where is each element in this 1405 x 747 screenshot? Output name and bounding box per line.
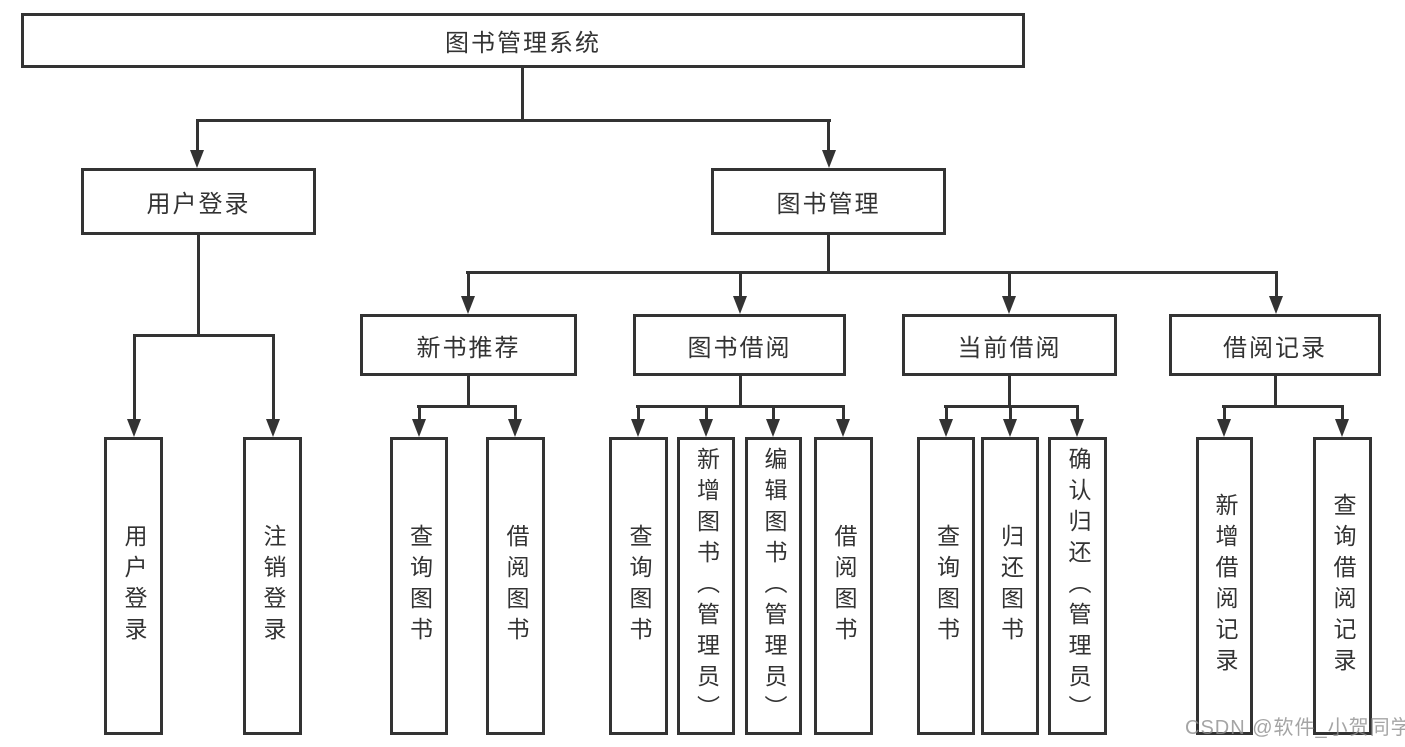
arrowhead-down-icon [1003, 419, 1017, 437]
leaf-add-borrow-record: 新增借阅记录 [1196, 437, 1253, 735]
node-label: 编辑图书（管理员） [761, 446, 787, 726]
node-label: 新增借阅记录 [1212, 493, 1238, 679]
arrowhead-down-icon [127, 419, 141, 437]
leaf-add-book-admin: 新增图书（管理员） [677, 437, 735, 735]
connector-line [1223, 405, 1226, 422]
connector-line [945, 405, 948, 422]
connector-line [467, 376, 470, 407]
node-book-management: 图书管理 [711, 168, 946, 235]
arrowhead-down-icon [190, 150, 204, 168]
arrowhead-down-icon [1217, 419, 1231, 437]
arrowhead-down-icon [1269, 296, 1283, 314]
leaf-borrow-books-borrowing: 借阅图书 [814, 437, 873, 735]
leaf-query-books-recommend: 查询图书 [390, 437, 448, 735]
node-user-login: 用户登录 [81, 168, 316, 235]
arrowhead-down-icon [699, 419, 713, 437]
connector-line [521, 68, 524, 121]
connector-line [417, 405, 517, 408]
node-library-management-system: 图书管理系统 [21, 13, 1025, 68]
node-label: 当前借阅 [957, 334, 1062, 362]
arrowhead-down-icon [631, 419, 645, 437]
node-label: 新书推荐 [416, 334, 521, 362]
connector-line [466, 271, 1278, 274]
connector-line [467, 271, 470, 298]
csdn-watermark: CSDN @软件_小贺同学 [1185, 717, 1405, 739]
arrowhead-down-icon [1335, 419, 1349, 437]
connector-line [1341, 405, 1344, 422]
arrowhead-down-icon [412, 419, 426, 437]
node-borrow-records: 借阅记录 [1169, 314, 1381, 376]
arrowhead-down-icon [733, 296, 747, 314]
connector-line [772, 405, 775, 422]
connector-line [196, 119, 199, 153]
connector-line [1008, 376, 1011, 407]
connector-line [133, 334, 136, 422]
connector-line [637, 405, 640, 422]
node-label: 注销登录 [260, 524, 286, 648]
connector-line [827, 119, 830, 153]
arrowhead-down-icon [266, 419, 280, 437]
connector-line [197, 235, 200, 337]
node-label: 查询图书 [406, 524, 433, 648]
connector-line [705, 405, 708, 422]
connector-line [1008, 271, 1011, 298]
arrowhead-down-icon [1070, 419, 1084, 437]
node-label: 借阅图书 [503, 524, 529, 648]
arrowhead-down-icon [508, 419, 522, 437]
connector-line [842, 405, 845, 422]
node-label: 用户登录 [146, 191, 251, 218]
leaf-query-borrow-record: 查询借阅记录 [1313, 437, 1372, 735]
connector-line [1275, 271, 1278, 298]
node-new-book-recommend: 新书推荐 [360, 314, 577, 376]
node-label: 借阅图书 [831, 524, 857, 648]
connector-line [272, 334, 275, 422]
connector-line [1009, 405, 1012, 422]
arrowhead-down-icon [461, 296, 475, 314]
node-label: 图书管理系统 [445, 30, 601, 57]
node-label: 借阅记录 [1223, 334, 1327, 362]
connector-line [133, 334, 275, 337]
connector-line [1222, 405, 1344, 408]
leaf-edit-book-admin: 编辑图书（管理员） [745, 437, 802, 735]
connector-line [827, 235, 830, 274]
node-label: 图书借阅 [687, 334, 792, 362]
arrowhead-down-icon [766, 419, 780, 437]
connector-line [196, 119, 831, 122]
leaf-logout: 注销登录 [243, 437, 302, 735]
node-label: 查询借阅记录 [1330, 493, 1356, 679]
node-label: 查询图书 [933, 524, 960, 648]
node-book-borrowing: 图书借阅 [633, 314, 846, 376]
leaf-return-book: 归还图书 [981, 437, 1039, 735]
leaf-query-books-borrowing: 查询图书 [609, 437, 668, 735]
arrowhead-down-icon [822, 150, 836, 168]
arrowhead-down-icon [836, 419, 850, 437]
leaf-borrow-books-recommend: 借阅图书 [486, 437, 545, 735]
leaf-query-books-current: 查询图书 [917, 437, 975, 735]
connector-line [636, 405, 845, 408]
leaf-user-login: 用户登录 [104, 437, 163, 735]
node-label: 图书管理 [776, 191, 881, 218]
node-label: 新增图书（管理员） [693, 446, 720, 726]
connector-line [514, 405, 517, 422]
arrowhead-down-icon [1002, 296, 1016, 314]
connector-line [418, 405, 421, 422]
connector-line [739, 376, 742, 407]
node-label: 查询图书 [626, 524, 652, 648]
connector-line [739, 271, 742, 298]
node-current-borrowing: 当前借阅 [902, 314, 1117, 376]
leaf-confirm-return-admin: 确认归还（管理员） [1048, 437, 1107, 735]
connector-line [1274, 376, 1277, 407]
connector-line [1076, 405, 1079, 422]
node-label: 确认归还（管理员） [1065, 446, 1091, 726]
node-label: 用户登录 [121, 524, 147, 648]
node-label: 归还图书 [997, 524, 1024, 648]
arrowhead-down-icon [939, 419, 953, 437]
